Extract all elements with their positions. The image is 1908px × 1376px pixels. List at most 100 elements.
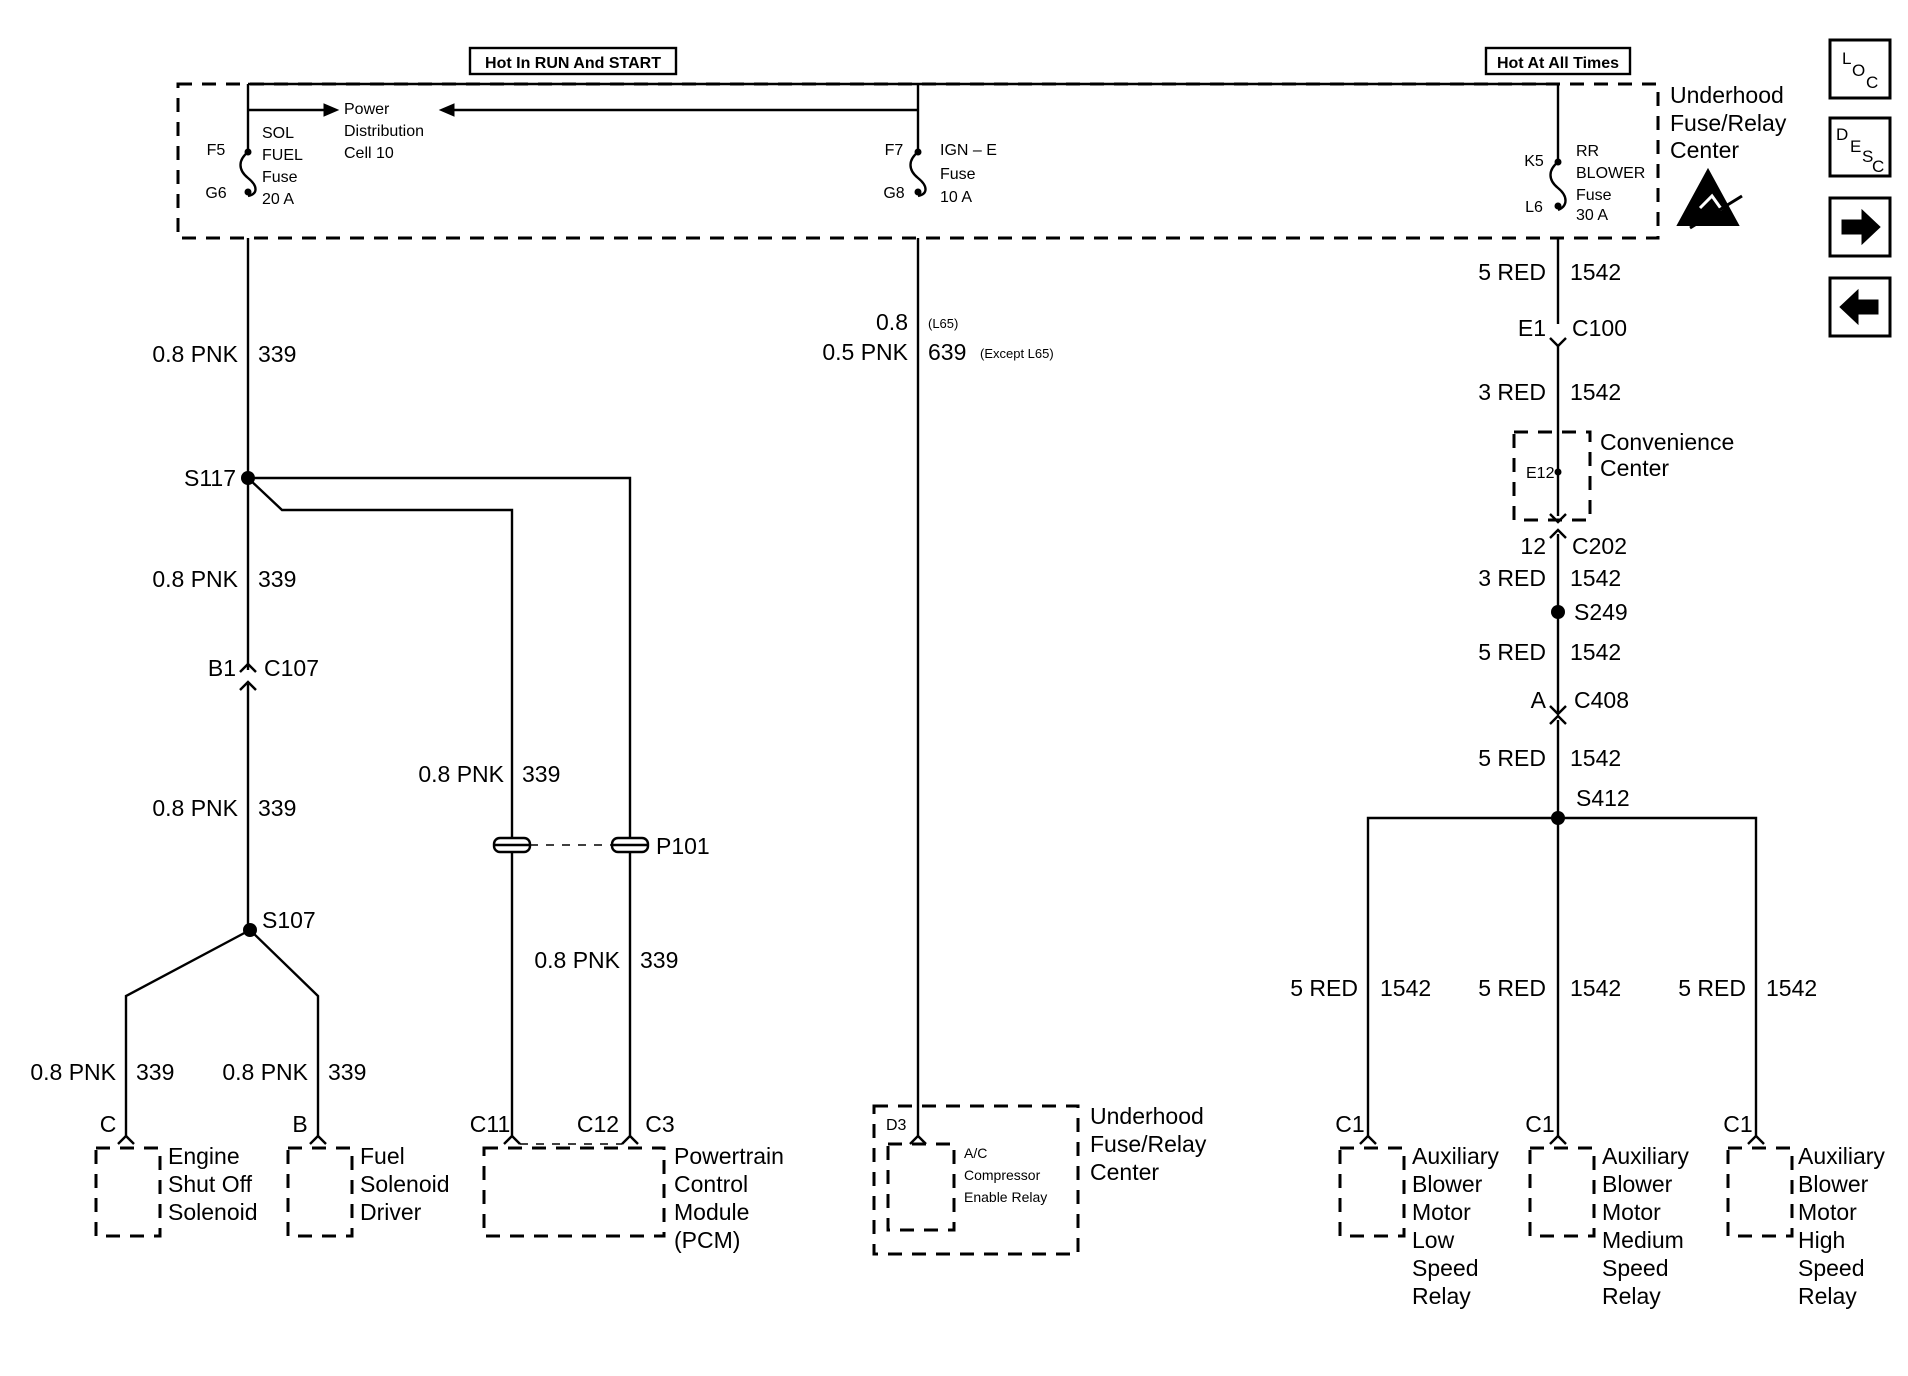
medium-relay-label-4: Medium [1602, 1227, 1684, 1253]
mid-note-l65: (L65) [928, 316, 958, 331]
fuse-block-title-1: Underhood [1670, 82, 1784, 108]
low-relay-label-6: Relay [1412, 1283, 1471, 1309]
low-relay-pin: C1 [1335, 1111, 1364, 1137]
pcm-label-4: (PCM) [674, 1227, 740, 1253]
rr-fuse-pin-top: K5 [1524, 153, 1544, 170]
convenience-pin: E12 [1526, 465, 1555, 482]
s249-label: S249 [1574, 599, 1628, 625]
pcm-pin-c12: C12 [577, 1111, 619, 1137]
high-relay-label-2: Blower [1798, 1171, 1869, 1197]
high-relay-label-1: Auxiliary [1798, 1143, 1885, 1169]
engine-shutoff-label-2: Shut Off [168, 1171, 253, 1197]
fuel-driver-pin: B [292, 1111, 307, 1137]
r3-circuit: 1542 [1570, 565, 1621, 591]
hot-all-times-text: Hot At All Times [1497, 55, 1619, 72]
fuse-block-title-2: Fuse/Relay [1670, 110, 1787, 136]
wire-339-to-engine-shutoff [124, 928, 251, 1136]
pcm-label-2: Control [674, 1171, 748, 1197]
power-dist-label-2: Distribution [344, 123, 424, 140]
w3-gauge: 0.8 PNK [152, 795, 238, 821]
aux-blower-low-relay: C1 Auxiliary Blower Motor Low Speed Rela… [1335, 1111, 1499, 1309]
rr-fuse-label-3: Fuse [1576, 187, 1612, 204]
next-page-icon[interactable] [1828, 196, 1892, 258]
power-dist-label-1: Power [344, 101, 390, 118]
power-dist-arrow-left [438, 103, 455, 117]
ign-fuse-label-3: 10 A [940, 189, 972, 206]
connector-c100 [1549, 337, 1567, 348]
convenience-label-1: Convenience [1600, 429, 1734, 455]
rr-fuse-label-4: 30 A [1576, 207, 1608, 224]
sol-fuse-label-1: SOL [262, 125, 294, 142]
w5-circuit: 339 [328, 1059, 366, 1085]
medium-relay-pin: C1 [1525, 1111, 1554, 1137]
aux-blower-high-relay: C1 Auxiliary Blower Motor High Speed Rel… [1723, 1111, 1885, 1309]
medium-relay-label-2: Blower [1602, 1171, 1673, 1197]
fuel-solenoid-driver: B Fuel Solenoid Driver [286, 1111, 450, 1238]
fuse-block-title-3: Center [1670, 137, 1739, 163]
w1-circuit: 339 [258, 341, 296, 367]
r1-circuit: 1542 [1570, 259, 1621, 285]
r3-gauge: 3 RED [1478, 565, 1546, 591]
r4-circuit: 1542 [1570, 639, 1621, 665]
desc-icon-c: C [1872, 157, 1884, 176]
fuel-driver-label-3: Driver [360, 1199, 422, 1225]
high-relay-label-5: Speed [1798, 1255, 1865, 1281]
mid-gauge-l65: 0.8 [876, 309, 908, 335]
connector-c202 [1549, 528, 1567, 539]
ac-block-title-1: Underhood [1090, 1103, 1204, 1129]
wire-1542-branch-low [1366, 816, 1558, 1136]
sol-fuse-label-2: FUEL [262, 147, 303, 164]
w2-gauge: 0.8 PNK [152, 566, 238, 592]
prev-page-icon[interactable] [1828, 276, 1892, 338]
c408-pin: A [1531, 687, 1547, 713]
w4-gauge: 0.8 PNK [30, 1059, 116, 1085]
b1-circuit: 1542 [1380, 975, 1431, 1001]
connector-c107 [239, 662, 257, 691]
loc-icon[interactable]: L O C [1828, 38, 1892, 100]
r5-gauge: 5 RED [1478, 745, 1546, 771]
engine-shutoff-solenoid: C Engine Shut Off Solenoid [94, 1111, 258, 1238]
sol-fuse-label-4: 20 A [262, 191, 294, 208]
pcm-pin-c3: C3 [645, 1111, 674, 1137]
wire-339-branch-to-p101-left [247, 477, 514, 840]
b3-gauge: 5 RED [1678, 975, 1746, 1001]
mid-gauge-other: 0.5 PNK [822, 339, 908, 365]
low-relay-label-2: Blower [1412, 1171, 1483, 1197]
medium-relay-label-3: Motor [1602, 1199, 1661, 1225]
pcm-label-3: Module [674, 1199, 749, 1225]
rr-blower-fuse: K5 L6 RR BLOWER Fuse 30 A [1524, 84, 1645, 224]
engine-shutoff-label-3: Solenoid [168, 1199, 258, 1225]
pcm-label-1: Powertrain [674, 1143, 784, 1169]
c100-name: C100 [1572, 315, 1627, 341]
desc-icon[interactable]: D E S C [1828, 116, 1892, 178]
wire-339-to-fuel-driver [249, 929, 320, 1136]
ign-fuse-label-1: IGN – E [940, 142, 997, 159]
w2-circuit: 339 [258, 566, 296, 592]
high-relay-label-3: Motor [1798, 1199, 1857, 1225]
pcm-pin-c11: C11 [470, 1111, 511, 1137]
r2-circuit: 1542 [1570, 379, 1621, 405]
mid-note-other: (Except L65) [980, 346, 1054, 361]
rr-fuse-pin-bottom: L6 [1525, 199, 1543, 216]
ac-relay-label-3: Enable Relay [964, 1189, 1047, 1205]
ign-fuse-pin-top: F7 [885, 142, 904, 159]
sol-fuel-fuse: F5 G6 SOL FUEL Fuse 20 A [205, 84, 303, 208]
medium-relay-label-1: Auxiliary [1602, 1143, 1689, 1169]
convenience-center: E12 Convenience Center [1512, 429, 1734, 524]
ign-fuse-pin-bottom: G8 [883, 185, 904, 202]
low-relay-label-3: Motor [1412, 1199, 1471, 1225]
connector-p101-left [492, 836, 532, 854]
w4-circuit: 339 [136, 1059, 174, 1085]
b2-gauge: 5 RED [1478, 975, 1546, 1001]
high-relay-label-6: Relay [1798, 1283, 1857, 1309]
pcm-module: C11 C12 C3 Powertrain Control Module (PC… [470, 1111, 784, 1253]
low-relay-label-4: Low [1412, 1227, 1455, 1253]
desc-icon-e: E [1850, 137, 1861, 156]
ign-e-fuse: F7 G8 IGN – E Fuse 10 A [883, 84, 997, 206]
wire-339-branch-to-p101-right [248, 476, 632, 840]
engine-shutoff-pin: C [100, 1111, 117, 1137]
mid-circuit: 639 [928, 339, 966, 365]
low-relay-label-1: Auxiliary [1412, 1143, 1499, 1169]
r5-circuit: 1542 [1570, 745, 1621, 771]
s412-label: S412 [1576, 785, 1630, 811]
